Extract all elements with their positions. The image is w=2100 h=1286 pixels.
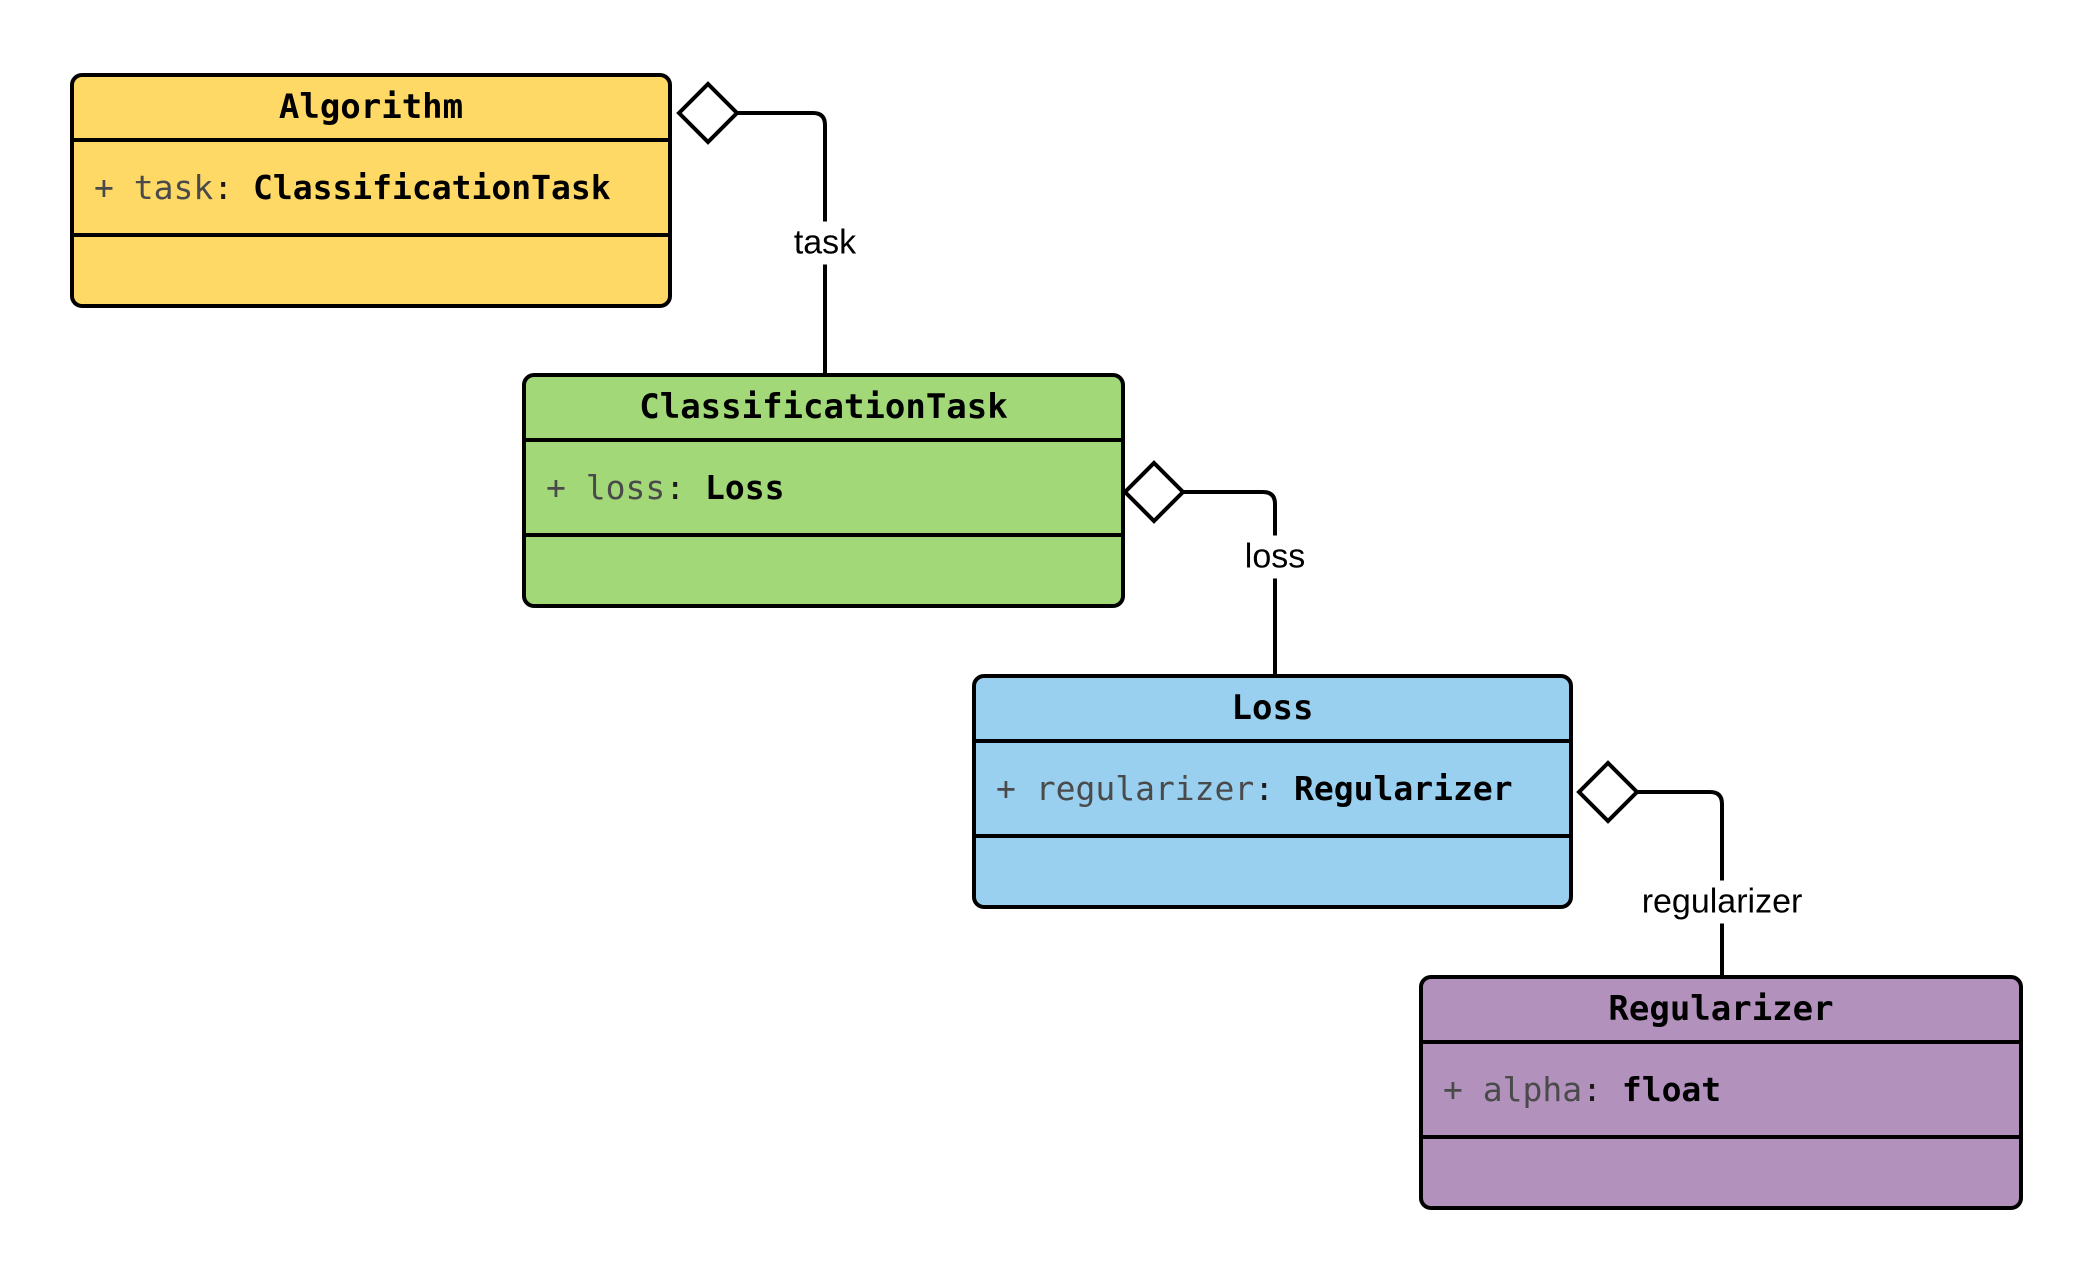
class-methods-empty: [1423, 1139, 2019, 1206]
attribute-separator: :: [1582, 1070, 1622, 1109]
class-attributes: + alpha: float: [1423, 1044, 2019, 1139]
aggregation-diamond-icon: [1576, 760, 1640, 824]
class-loss[interactable]: Loss + regularizer: Regularizer: [972, 674, 1573, 909]
edge-label-task[interactable]: task: [785, 221, 865, 265]
attribute-line: + alpha: float: [1443, 1070, 1721, 1109]
attribute-separator: :: [665, 468, 705, 507]
attribute-type: ClassificationTask: [252, 168, 611, 207]
attribute-name: + alpha: [1443, 1070, 1583, 1109]
attribute-type: Loss: [704, 468, 785, 507]
attribute-separator: :: [213, 168, 253, 207]
class-methods-empty: [74, 237, 668, 304]
class-attributes: + loss: Loss: [526, 442, 1121, 537]
class-title: Regularizer: [1423, 979, 2019, 1044]
attribute-name: + regularizer: [996, 769, 1255, 808]
attribute-line: + loss: Loss: [546, 468, 784, 507]
aggregation-diamond-icon: [1122, 460, 1186, 524]
class-attributes: + regularizer: Regularizer: [976, 743, 1569, 838]
connector-regularizer[interactable]: [1576, 760, 1724, 975]
edge-label-regularizer[interactable]: regularizer: [1633, 880, 1811, 924]
class-title: ClassificationTask: [526, 377, 1121, 442]
attribute-name: + loss: [546, 468, 666, 507]
class-classificationtask[interactable]: ClassificationTask + loss: Loss: [522, 373, 1125, 608]
attribute-type: Regularizer: [1294, 769, 1513, 808]
attribute-separator: :: [1254, 769, 1295, 808]
class-regularizer[interactable]: Regularizer + alpha: float: [1419, 975, 2023, 1210]
connector-line: [1183, 490, 1277, 674]
class-attributes: + task: ClassificationTask: [74, 142, 668, 237]
class-title: Algorithm: [74, 77, 668, 142]
attribute-name: + task: [94, 168, 214, 207]
class-methods-empty: [526, 537, 1121, 604]
attribute-line: + regularizer: Regularizer: [996, 769, 1513, 808]
class-title: Loss: [976, 678, 1569, 743]
edge-label-loss[interactable]: loss: [1236, 535, 1314, 579]
aggregation-diamond-icon: [676, 81, 740, 145]
attribute-line: + task: ClassificationTask: [94, 168, 611, 207]
class-algorithm[interactable]: Algorithm + task: ClassificationTask: [70, 73, 672, 308]
class-methods-empty: [976, 838, 1569, 905]
attribute-type: float: [1621, 1070, 1722, 1109]
